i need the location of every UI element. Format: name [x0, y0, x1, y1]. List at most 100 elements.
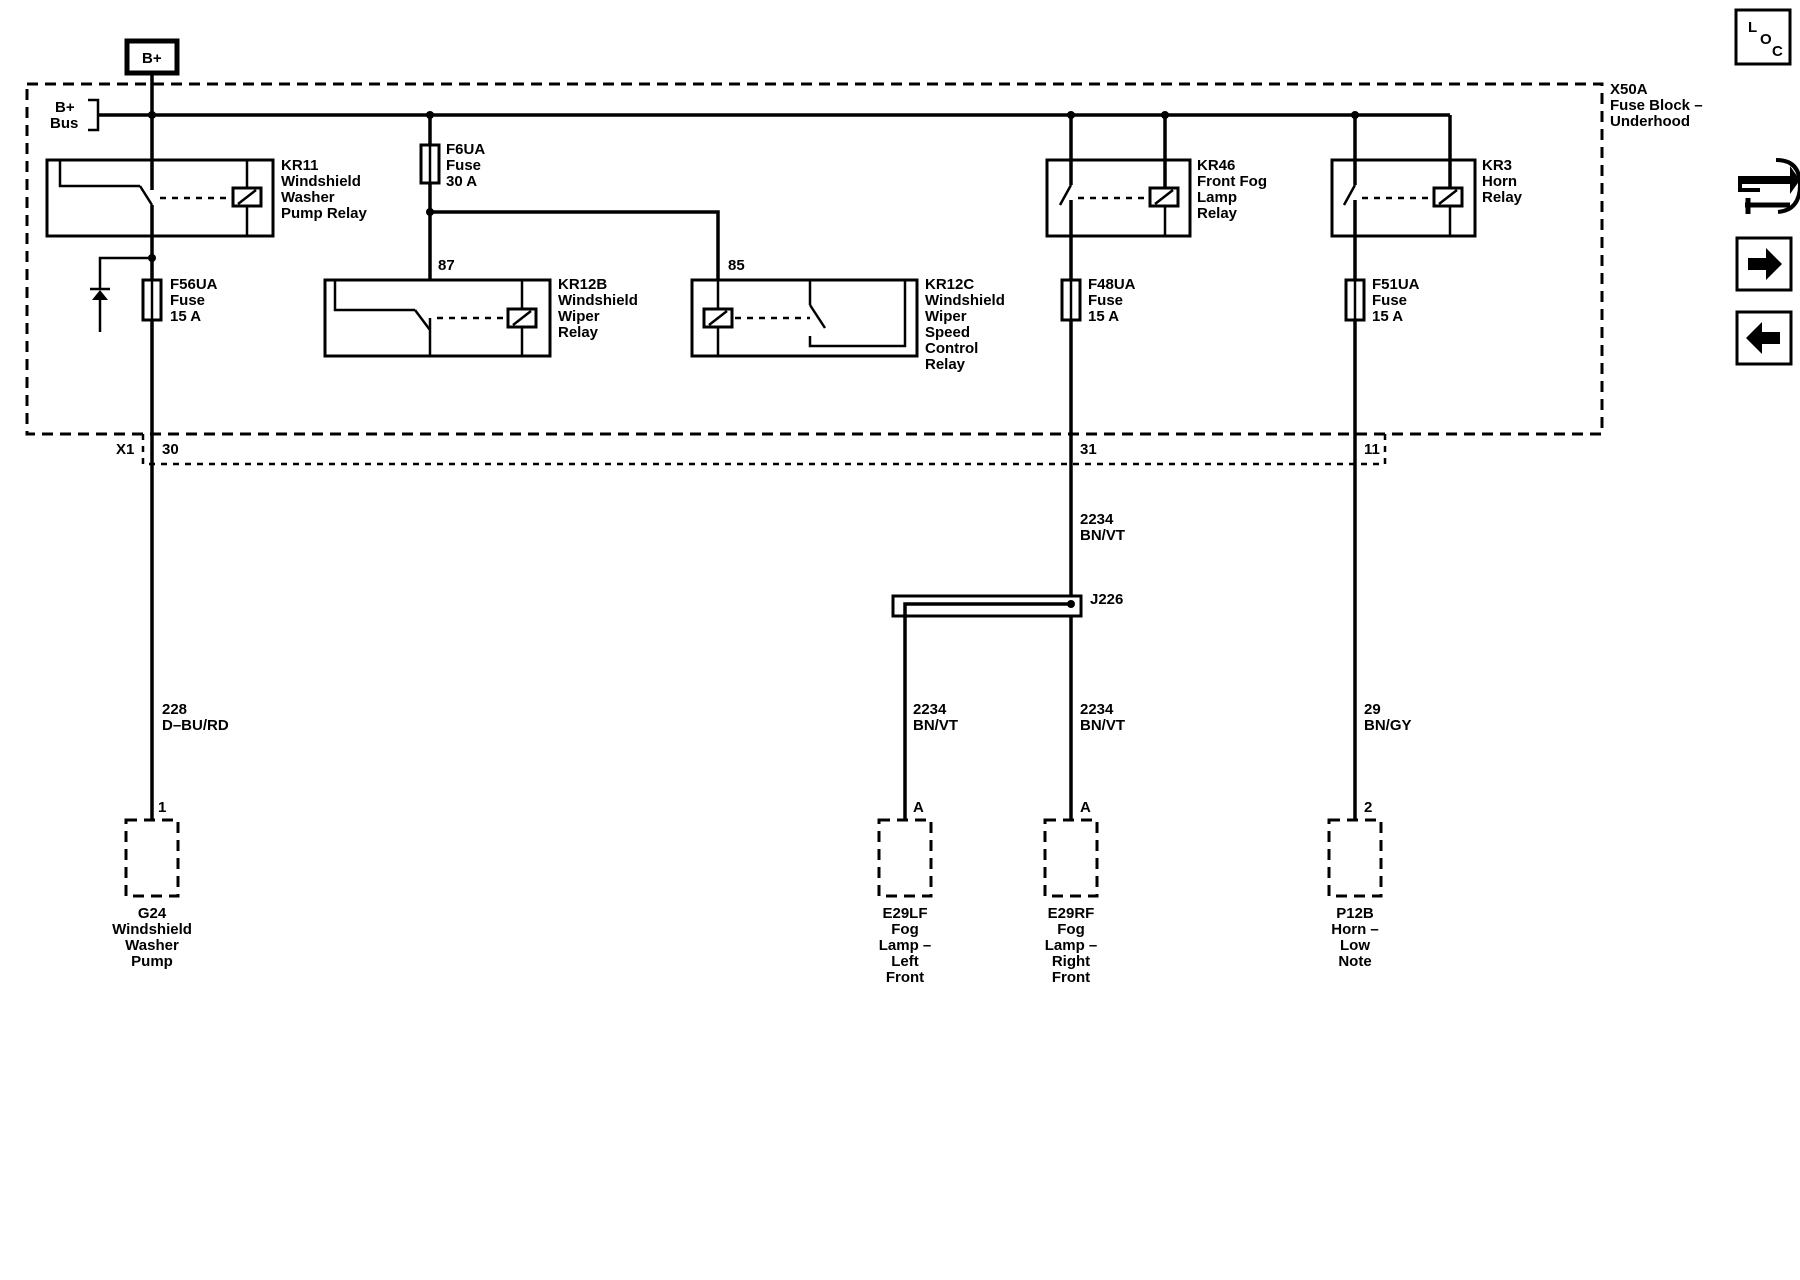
e29rf-pin: A	[1080, 799, 1091, 816]
svg-text:O: O	[1760, 31, 1772, 48]
svg-text:Front: Front	[1052, 969, 1090, 986]
kr12c-label: KR12C Windshield Wiper Speed Control Rel…	[925, 276, 1005, 373]
loc-button[interactable]: L O C	[1734, 8, 1792, 66]
svg-text:Front: Front	[886, 969, 924, 986]
svg-text:BN/GY: BN/GY	[1364, 717, 1412, 734]
g24-washer-pump	[124, 818, 180, 898]
svg-text:C: C	[1772, 43, 1783, 60]
svg-text:Fuse: Fuse	[1088, 292, 1123, 309]
svg-text:Fuse: Fuse	[170, 292, 205, 309]
e29lf-fog-lamp	[877, 818, 933, 898]
svg-text:G24: G24	[138, 905, 167, 922]
svg-text:Left: Left	[891, 953, 919, 970]
e29rf-label: E29RF Fog Lamp – Right Front	[1045, 905, 1098, 986]
svg-text:Right: Right	[1052, 953, 1090, 970]
svg-text:Wiper: Wiper	[558, 308, 600, 325]
svg-text:KR11: KR11	[281, 157, 319, 174]
svg-text:Underhood: Underhood	[1610, 113, 1690, 130]
x1-connector-label: X1	[116, 441, 134, 458]
wire-2234-top-label: 2234 BN/VT	[1080, 511, 1125, 544]
kr46-label: KR46 Front Fog Lamp Relay	[1197, 157, 1267, 222]
svg-text:BN/VT: BN/VT	[913, 717, 958, 734]
svg-text:Washer: Washer	[281, 189, 335, 206]
pin-31-label: 31	[1080, 441, 1097, 458]
svg-text:Washer: Washer	[125, 937, 179, 954]
svg-text:P12B: P12B	[1336, 905, 1374, 922]
p12b-horn	[1327, 818, 1383, 898]
pin-30-label: 30	[162, 441, 179, 458]
p12b-label: P12B Horn – Low Note	[1331, 905, 1379, 970]
svg-text:Relay: Relay	[925, 356, 966, 373]
g24-pin: 1	[158, 799, 166, 816]
svg-text:F6UA: F6UA	[446, 141, 485, 158]
svg-text:B+: B+	[55, 99, 75, 116]
svg-text:KR46: KR46	[1197, 157, 1235, 174]
svg-text:BN/VT: BN/VT	[1080, 717, 1125, 734]
svg-text:Low: Low	[1340, 937, 1370, 954]
svg-text:228: 228	[162, 701, 187, 718]
wire-228-label: 228 D–BU/RD	[162, 701, 229, 734]
svg-text:Lamp –: Lamp –	[879, 937, 932, 954]
next-arrow-icon[interactable]	[1735, 236, 1793, 292]
f6ua-label: F6UA Fuse 30 A	[446, 141, 485, 190]
connector-tool-icon[interactable]	[1738, 158, 1800, 214]
previous-arrow-icon[interactable]	[1735, 310, 1793, 366]
e29lf-pin: A	[913, 799, 924, 816]
svg-text:2234: 2234	[1080, 511, 1114, 528]
bplus-label: B+	[142, 50, 162, 67]
svg-text:Fog: Fog	[1057, 921, 1085, 938]
g24-label: G24 Windshield Washer Pump	[112, 905, 192, 970]
kr12b-pin: 87	[438, 257, 455, 274]
f56ua-label: F56UA Fuse 15 A	[170, 276, 218, 325]
e29rf-fog-lamp	[1043, 818, 1099, 898]
svg-text:F48UA: F48UA	[1088, 276, 1136, 293]
f48ua-label: F48UA Fuse 15 A	[1088, 276, 1136, 325]
svg-text:Windshield: Windshield	[925, 292, 1005, 309]
svg-text:E29RF: E29RF	[1048, 905, 1095, 922]
svg-text:Note: Note	[1338, 953, 1371, 970]
kr11-label: KR11 Windshield Washer Pump Relay	[281, 157, 368, 222]
svg-text:KR3: KR3	[1482, 157, 1512, 174]
pin-11-label: 11	[1364, 441, 1380, 458]
kr46-relay	[1045, 115, 1192, 280]
svg-text:2234: 2234	[1080, 701, 1114, 718]
j226-label: J226	[1090, 591, 1123, 608]
svg-text:Wiper: Wiper	[925, 308, 967, 325]
svg-text:F51UA: F51UA	[1372, 276, 1420, 293]
svg-text:Relay: Relay	[558, 324, 599, 341]
svg-text:Fuse Block –: Fuse Block –	[1610, 97, 1703, 114]
svg-text:L: L	[1748, 19, 1757, 36]
kr12c-relay	[690, 278, 919, 358]
bus-bracket	[88, 98, 100, 132]
svg-text:Bus: Bus	[50, 115, 78, 132]
kr12b-label: KR12B Windshield Wiper Relay	[558, 276, 638, 341]
svg-text:Relay: Relay	[1482, 189, 1523, 206]
svg-text:Windshield: Windshield	[281, 173, 361, 190]
svg-text:Pump Relay: Pump Relay	[281, 205, 368, 222]
svg-text:30 A: 30 A	[446, 173, 477, 190]
fuse-block-label: X50A Fuse Block – Underhood	[1610, 81, 1703, 130]
svg-text:15 A: 15 A	[1088, 308, 1119, 325]
kr3-relay	[1330, 115, 1477, 280]
kr12c-pin: 85	[728, 257, 745, 274]
x1-connector-outline	[141, 434, 1387, 466]
kr11-relay	[45, 115, 275, 258]
kr12b-relay	[323, 278, 552, 358]
svg-text:Lamp: Lamp	[1197, 189, 1237, 206]
svg-text:Windshield: Windshield	[558, 292, 638, 309]
wire-29-label: 29 BN/GY	[1364, 701, 1412, 734]
svg-text:Pump: Pump	[131, 953, 173, 970]
svg-text:D–BU/RD: D–BU/RD	[162, 717, 229, 734]
svg-text:Windshield: Windshield	[112, 921, 192, 938]
svg-text:Control: Control	[925, 340, 978, 357]
j226-splice	[891, 594, 1083, 820]
wire-2234-left-label: 2234 BN/VT	[913, 701, 958, 734]
svg-text:Horn: Horn	[1482, 173, 1517, 190]
svg-text:Fuse: Fuse	[1372, 292, 1407, 309]
p12b-pin: 2	[1364, 799, 1372, 816]
e29lf-label: E29LF Fog Lamp – Left Front	[879, 905, 932, 986]
svg-text:E29LF: E29LF	[882, 905, 927, 922]
svg-text:Speed: Speed	[925, 324, 970, 341]
svg-text:Fuse: Fuse	[446, 157, 481, 174]
